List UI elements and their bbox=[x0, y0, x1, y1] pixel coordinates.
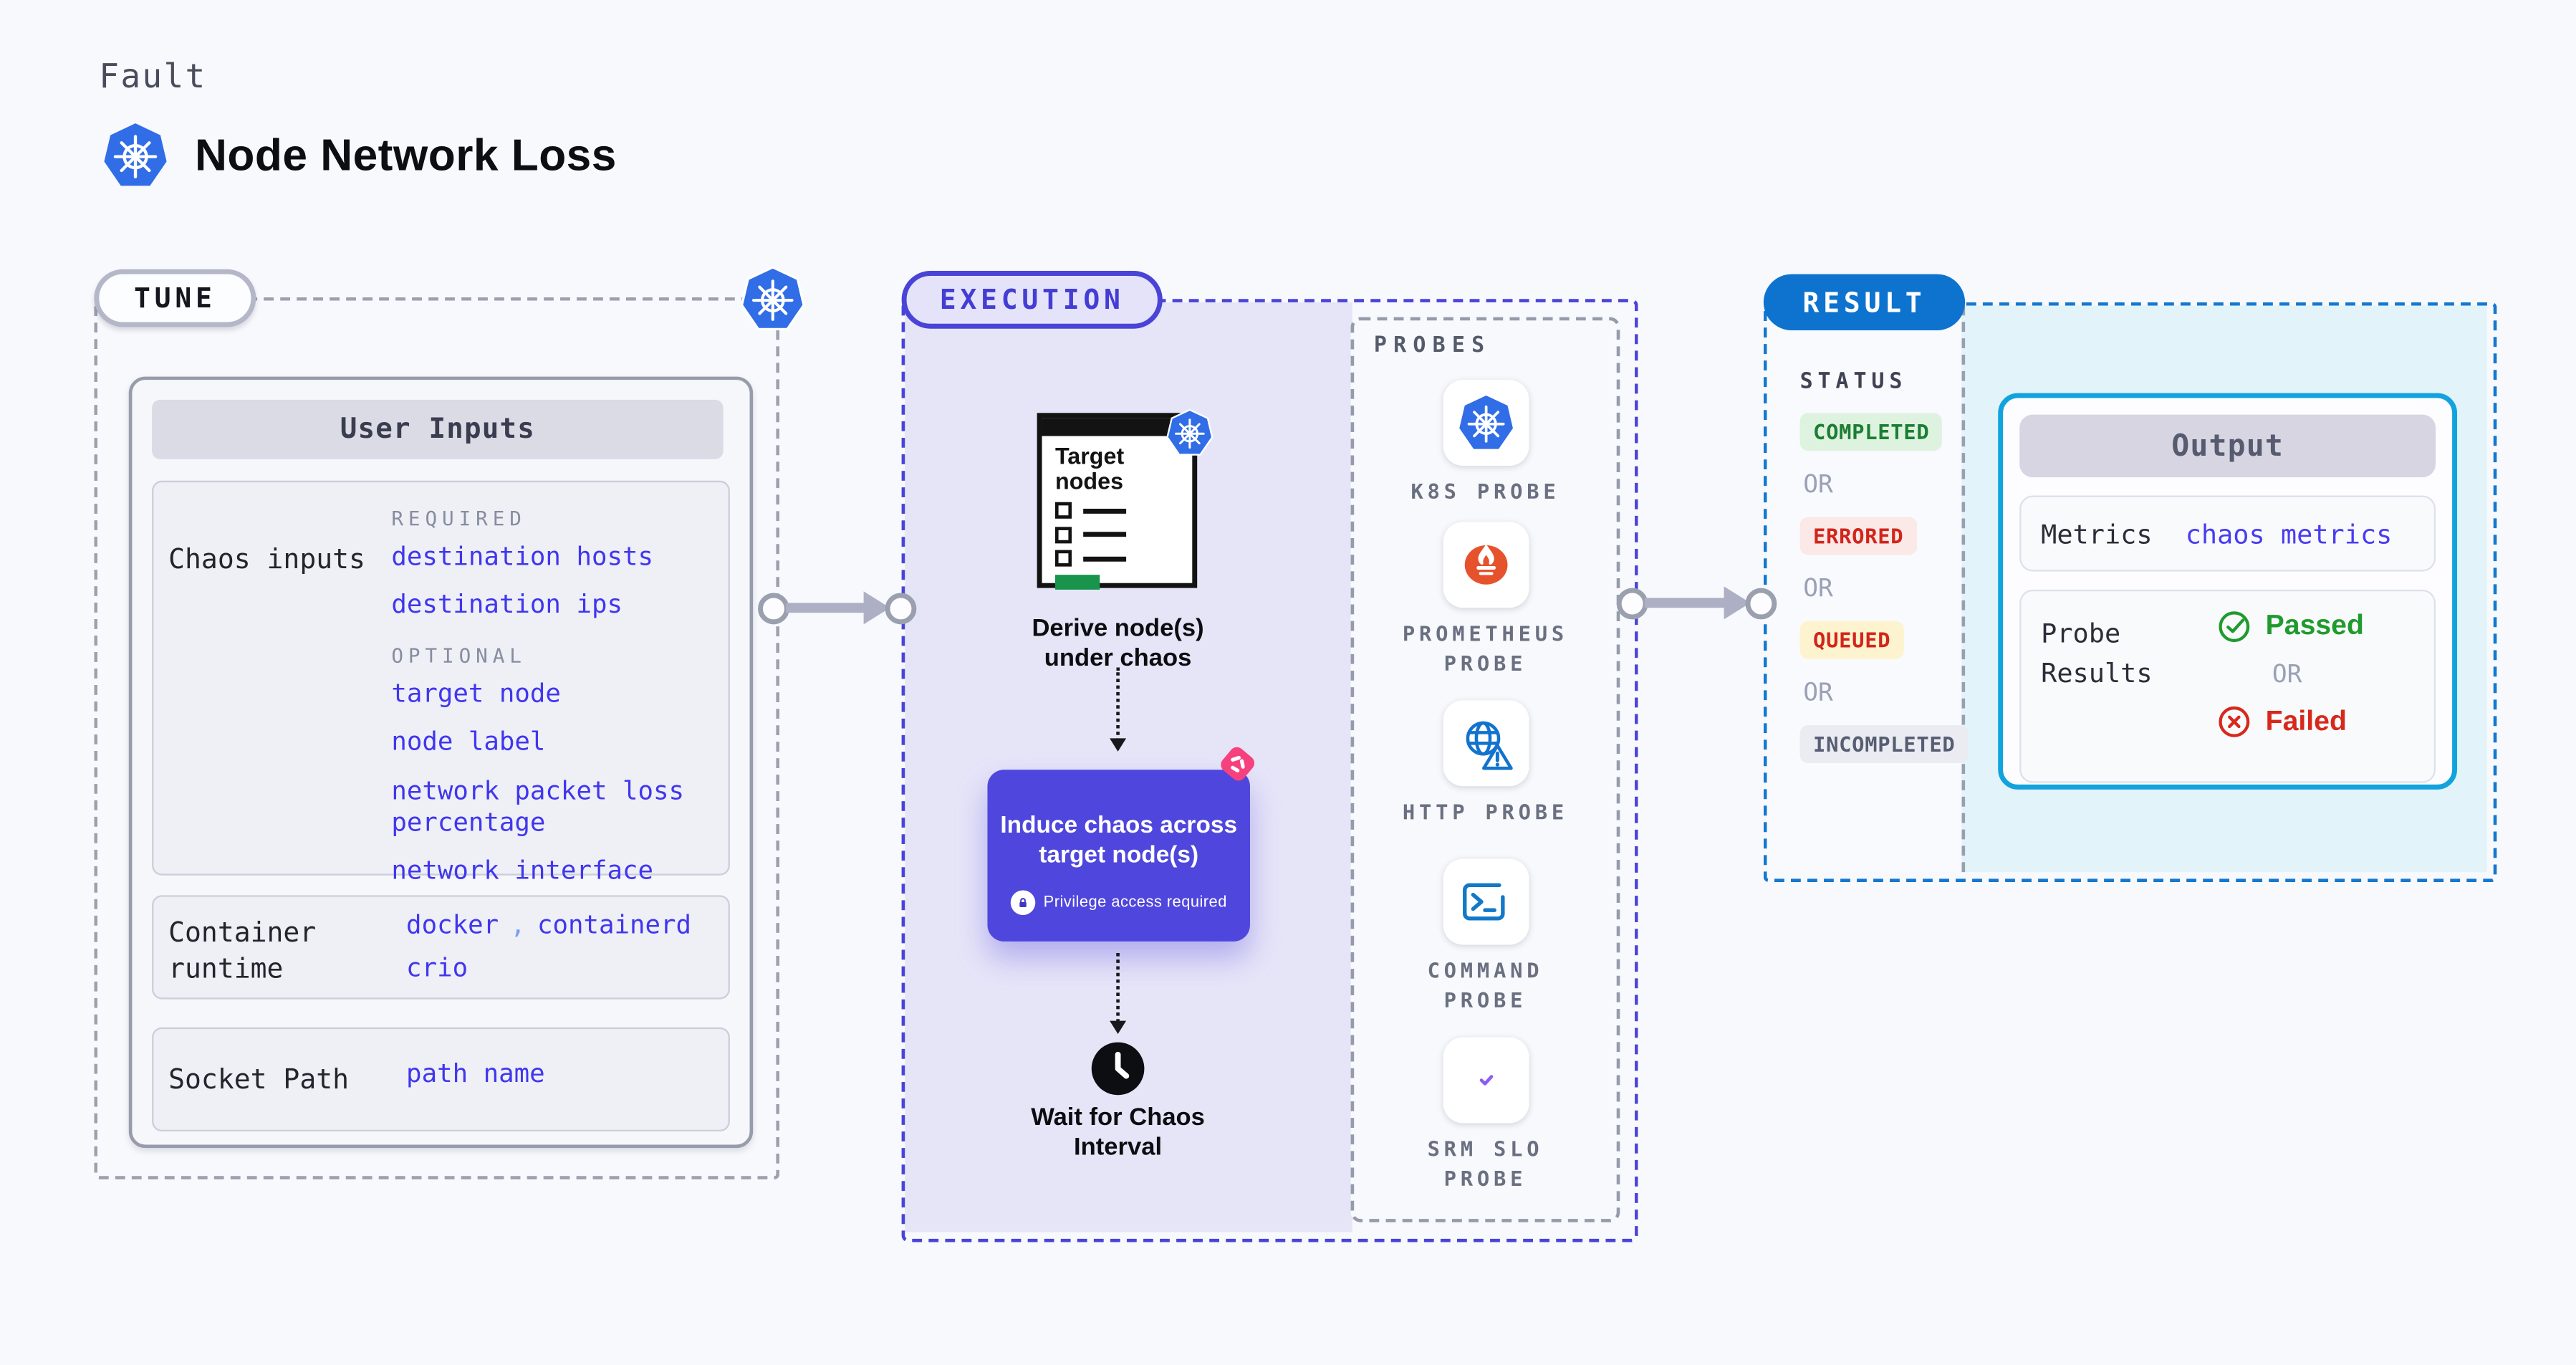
required-heading: REQUIRED bbox=[391, 507, 527, 530]
or-label: OR bbox=[1803, 469, 1833, 499]
chaos-icon bbox=[1217, 743, 1259, 785]
result-divider bbox=[1961, 305, 1966, 873]
kubernetes-icon bbox=[1442, 380, 1529, 466]
or-label: OR bbox=[2272, 658, 2302, 689]
probe-label: SRM SLO PROBE bbox=[1427, 1136, 1544, 1192]
probe-item: COMMAND PROBE bbox=[1351, 858, 1620, 1017]
terminal-icon bbox=[1442, 858, 1529, 945]
optional-heading: OPTIONAL bbox=[391, 643, 527, 667]
probe-results-label: Probe Results bbox=[2041, 618, 2153, 689]
tune-section-pill: TUNE bbox=[94, 269, 256, 327]
runtime-separator: , bbox=[510, 910, 526, 940]
socket-path-row: Socket Path path name bbox=[152, 1027, 730, 1132]
status-list: COMPLETED OR ERRORED OR QUEUED OR INCOMP… bbox=[1799, 413, 1969, 763]
probe-label: HTTP PROBE bbox=[1402, 799, 1569, 825]
probes-heading: PROBES bbox=[1373, 333, 1491, 359]
probe-item: K8S PROBE bbox=[1351, 380, 1620, 507]
connector-dot bbox=[758, 592, 789, 624]
probe-label: PROMETHEUS PROBE bbox=[1402, 621, 1569, 676]
runtime-link[interactable]: crio bbox=[406, 953, 468, 984]
socket-path-link[interactable]: path name bbox=[406, 1058, 545, 1089]
passed-line: Passed bbox=[2216, 608, 2364, 644]
failed-line: Failed bbox=[2216, 704, 2363, 740]
tune-section-border bbox=[94, 297, 780, 1179]
lock-icon bbox=[1010, 891, 1036, 916]
user-inputs-title: User Inputs bbox=[152, 399, 724, 459]
chaos-inputs-label: Chaos inputs bbox=[168, 543, 365, 575]
check-circle-icon bbox=[2216, 608, 2252, 644]
induce-chaos-box: Induce chaos across target node(s) Privi… bbox=[987, 770, 1250, 942]
chaos-input-link[interactable]: destination ips bbox=[391, 590, 623, 621]
clipboard-progress-bar bbox=[1054, 575, 1100, 590]
kubernetes-icon bbox=[740, 264, 806, 334]
or-label: OR bbox=[1803, 677, 1833, 707]
execution-section-pill: EXECUTION bbox=[901, 271, 1163, 329]
fault-eyebrow: Fault bbox=[99, 56, 207, 96]
chaos-input-link[interactable]: network interface bbox=[391, 856, 654, 886]
status-badge-completed: COMPLETED bbox=[1799, 413, 1943, 451]
output-card: Output Metrics chaos metrics Probe Resul… bbox=[1998, 393, 2458, 790]
runtime-link[interactable]: docker bbox=[406, 910, 499, 940]
result-status-background bbox=[1767, 305, 1962, 873]
privilege-note-text: Privilege access required bbox=[1043, 894, 1227, 913]
induce-chaos-text: Induce chaos across target node(s) bbox=[1000, 813, 1238, 869]
connector-dot bbox=[1745, 587, 1777, 619]
result-section-pill: RESULT bbox=[1763, 274, 1966, 331]
page-title: Node Network Loss bbox=[195, 130, 617, 181]
probe-item: PROMETHEUS PROBE bbox=[1351, 522, 1620, 679]
or-label: OR bbox=[1803, 573, 1833, 603]
flow-arrow-down bbox=[1108, 667, 1125, 752]
container-runtime-label: Container runtime bbox=[168, 916, 317, 985]
user-inputs-card: User Inputs Chaos inputs REQUIRED destin… bbox=[128, 376, 754, 1149]
kubernetes-icon bbox=[101, 119, 170, 191]
failed-label: Failed bbox=[2265, 705, 2347, 737]
x-circle-icon bbox=[2216, 704, 2252, 740]
chaos-input-link[interactable]: destination hosts bbox=[391, 542, 654, 572]
checklist-row bbox=[1054, 550, 1192, 567]
slo-donut-check-icon bbox=[1442, 1037, 1529, 1124]
probe-label: COMMAND PROBE bbox=[1427, 957, 1544, 1013]
runtime-link[interactable]: containerd bbox=[537, 910, 692, 940]
chaos-input-link[interactable]: node label bbox=[391, 727, 546, 757]
target-nodes-clipboard: Target nodes bbox=[1037, 413, 1198, 590]
chaos-inputs-row: Chaos inputs REQUIRED destination hosts … bbox=[152, 480, 730, 886]
prometheus-icon bbox=[1442, 522, 1529, 608]
socket-path-label: Socket Path bbox=[168, 1063, 350, 1096]
wait-interval-step: Wait for Chaos Interval bbox=[1031, 1103, 1205, 1162]
status-heading: STATUS bbox=[1799, 370, 1908, 395]
execution-to-result-arrow bbox=[1616, 580, 1777, 626]
kubernetes-icon bbox=[1166, 408, 1213, 457]
connector-dot bbox=[885, 592, 917, 624]
probe-item: HTTP PROBE bbox=[1351, 700, 1620, 828]
probe-item: SRM SLO PROBE bbox=[1351, 1037, 1620, 1195]
chaos-input-link[interactable]: network packet loss percentage bbox=[391, 775, 685, 838]
metrics-row: Metrics chaos metrics bbox=[2019, 495, 2436, 572]
checklist-row bbox=[1054, 526, 1192, 543]
probe-results-row: Probe Results Passed OR Failed bbox=[2019, 589, 2436, 783]
http-globe-warning-icon bbox=[1442, 700, 1529, 787]
clipboard-top-bar bbox=[1042, 418, 1193, 436]
chaos-inputs-values: REQUIRED destination hosts destination i… bbox=[391, 507, 718, 905]
connector-dot bbox=[1616, 587, 1648, 619]
clipboard-title: Target nodes bbox=[1054, 442, 1125, 495]
passed-label: Passed bbox=[2265, 609, 2364, 641]
derive-nodes-step: Derive node(s) under chaos bbox=[1032, 614, 1204, 673]
chaos-input-link[interactable]: target node bbox=[391, 678, 561, 709]
clock-icon bbox=[1090, 1040, 1145, 1096]
execution-section-border bbox=[901, 299, 1638, 1242]
status-badge-errored: ERRORED bbox=[1799, 517, 1917, 555]
privilege-note: Privilege access required bbox=[1010, 891, 1227, 916]
chaos-metrics-link[interactable]: chaos metrics bbox=[2185, 517, 2393, 550]
metrics-label: Metrics bbox=[2041, 517, 2153, 550]
status-badge-queued: QUEUED bbox=[1799, 621, 1904, 659]
checklist-row bbox=[1054, 502, 1192, 519]
container-runtime-row: Container runtime docker , containerd cr… bbox=[152, 895, 730, 1000]
probe-label: K8S PROBE bbox=[1410, 479, 1560, 504]
output-title: Output bbox=[2019, 414, 2436, 478]
tune-to-execution-arrow bbox=[758, 585, 917, 631]
flow-arrow-down bbox=[1108, 953, 1125, 1035]
probe-results-values: Passed OR Failed bbox=[2216, 608, 2364, 740]
status-badge-incompleted: INCOMPLETED bbox=[1799, 724, 1969, 763]
container-runtime-values: docker , containerd crio bbox=[406, 910, 691, 985]
